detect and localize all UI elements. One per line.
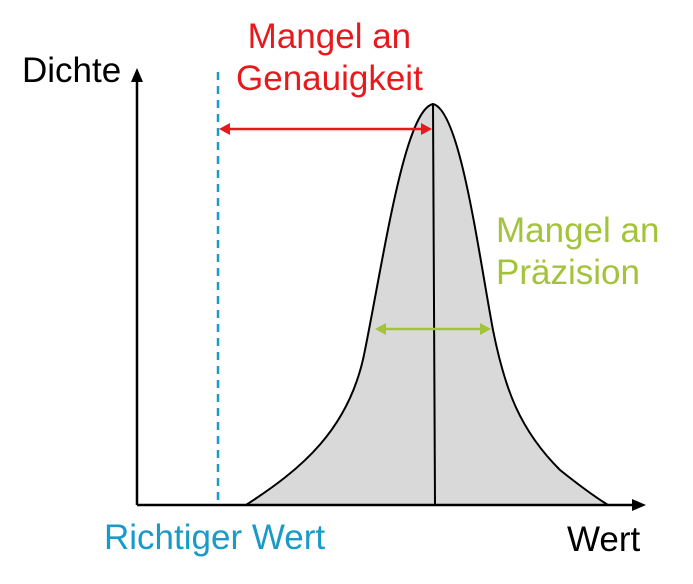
accuracy-label: Mangel an Genauigkeit — [236, 16, 423, 100]
accuracy-arrowhead-left — [219, 123, 230, 135]
true-value-label: Richtiger Wert — [104, 518, 326, 557]
precision-label-line1: Mangel an — [496, 211, 660, 250]
accuracy-arrowhead-right — [421, 123, 432, 135]
mean-line — [432, 103, 436, 506]
density-curve — [242, 102, 612, 506]
precision-arrowhead-right — [480, 323, 491, 335]
precision-label-line2: Präzision — [496, 253, 640, 292]
y-axis-arrowhead — [131, 68, 143, 82]
x-axis-arrowhead — [632, 499, 646, 511]
accuracy-label-line2: Genauigkeit — [236, 59, 423, 98]
x-axis-label: Wert — [567, 520, 641, 559]
accuracy-label-line1: Mangel an — [247, 17, 412, 56]
precision-arrowhead-left — [375, 323, 386, 335]
y-axis-label: Dichte — [22, 51, 122, 90]
precision-label: Mangel an Präzision — [496, 210, 659, 294]
